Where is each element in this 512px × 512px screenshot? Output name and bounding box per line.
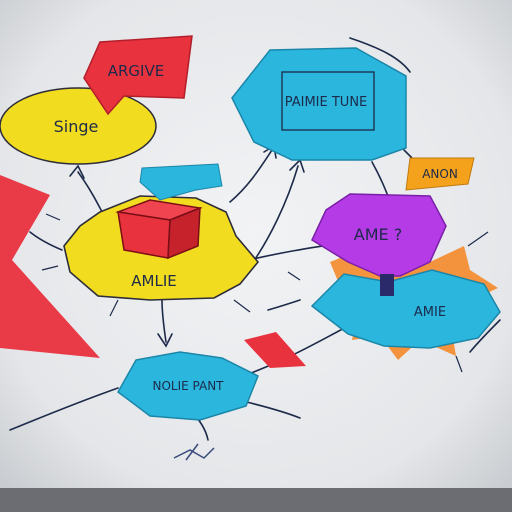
connector-blue-top-left	[349, 37, 411, 73]
connector-burst-to-hex	[161, 299, 167, 343]
bottom-blue-hex	[117, 351, 259, 421]
bottom-blue-hex-label: NOLIE PANT	[152, 379, 224, 393]
sketch-strokes	[41, 213, 489, 373]
connector-burst-left	[29, 231, 63, 251]
connector-right-burst-tail	[469, 319, 501, 353]
small-yellow-tag	[405, 157, 475, 191]
center-red-cube	[115, 199, 203, 260]
small-yellow-tag-label: ANON	[422, 167, 458, 181]
top-blue-note	[231, 47, 407, 161]
small-blue-note	[139, 163, 223, 201]
purple-sign-label: AME ?	[354, 225, 402, 244]
small-red-flag	[244, 332, 306, 368]
arrowhead	[157, 333, 173, 348]
scribble-mark	[173, 443, 215, 461]
purple-sign-post	[380, 274, 394, 296]
top-yellow-oval-label: Singe	[54, 117, 99, 136]
board-bottom-edge	[0, 488, 512, 512]
top-red-flag	[83, 35, 193, 116]
connector-right-burst-left	[267, 299, 301, 311]
top-yellow-oval	[0, 87, 157, 165]
right-blue-burst	[310, 269, 501, 349]
top-red-flag-label: ARGIVE	[108, 62, 164, 80]
blue-note-outline	[281, 71, 375, 131]
left-red-wedge	[0, 175, 100, 358]
right-blue-burst-label: AMIE	[414, 305, 446, 320]
connector-hex-left	[9, 387, 119, 431]
top-blue-note-label: PAIMIE TUNE	[285, 95, 368, 110]
arrowhead	[69, 164, 85, 179]
center-yellow-burst-label: AMLIE	[131, 272, 176, 290]
connector-burst-to-blue-note	[229, 149, 273, 203]
purple-sign	[311, 193, 447, 277]
